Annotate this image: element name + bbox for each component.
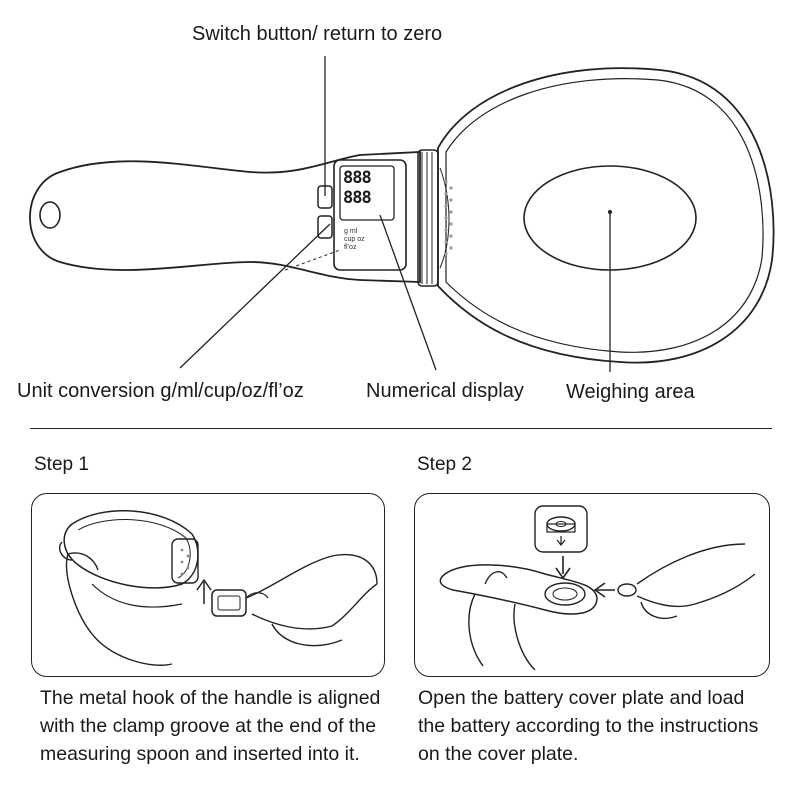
unit-floz: fl’oz (344, 244, 357, 251)
grip-texture (444, 180, 453, 256)
spoon-bowl (437, 67, 775, 364)
unit-ml: ml (349, 228, 358, 235)
step-2-caption: Open the battery cover plate and load th… (418, 687, 759, 765)
display-unit-marks: g ml cup oz fl’oz (344, 228, 365, 252)
section-divider (30, 428, 772, 429)
display-screen (339, 165, 395, 221)
display-housing (333, 159, 407, 271)
display-digits: 888 (343, 168, 372, 188)
unit-conversion-label: Unit conversion g/ml/cup/oz/fl’oz (17, 380, 304, 402)
weighing-area-label: Weighing area (566, 381, 695, 403)
unit-g: g (344, 228, 348, 235)
spoon-handle (29, 151, 421, 283)
unit-button[interactable] (317, 215, 333, 239)
step-2-illustration (439, 505, 756, 671)
display-digits-row2: 888 (343, 188, 372, 208)
spoon-scale-diagram (29, 56, 775, 372)
numerical-display-leader (379, 214, 437, 371)
unit-conversion-leader (179, 223, 331, 369)
step-2-illustration-panel (414, 493, 770, 677)
step-2-title: Step 2 (417, 454, 472, 475)
step-1-caption: The metal hook of the handle is aligned … (40, 687, 381, 765)
step-1-title: Step 1 (34, 454, 89, 475)
hang-hole (39, 201, 61, 229)
unit-oz: oz (357, 236, 365, 243)
numerical-display-label: Numerical display (366, 380, 524, 402)
unit-cup: cup (344, 236, 356, 243)
step-1-illustration-panel (31, 493, 385, 677)
switch-button-label: Switch button/ return to zero (192, 23, 443, 45)
spoon-collar (417, 149, 439, 287)
step-1-illustration (58, 509, 378, 666)
